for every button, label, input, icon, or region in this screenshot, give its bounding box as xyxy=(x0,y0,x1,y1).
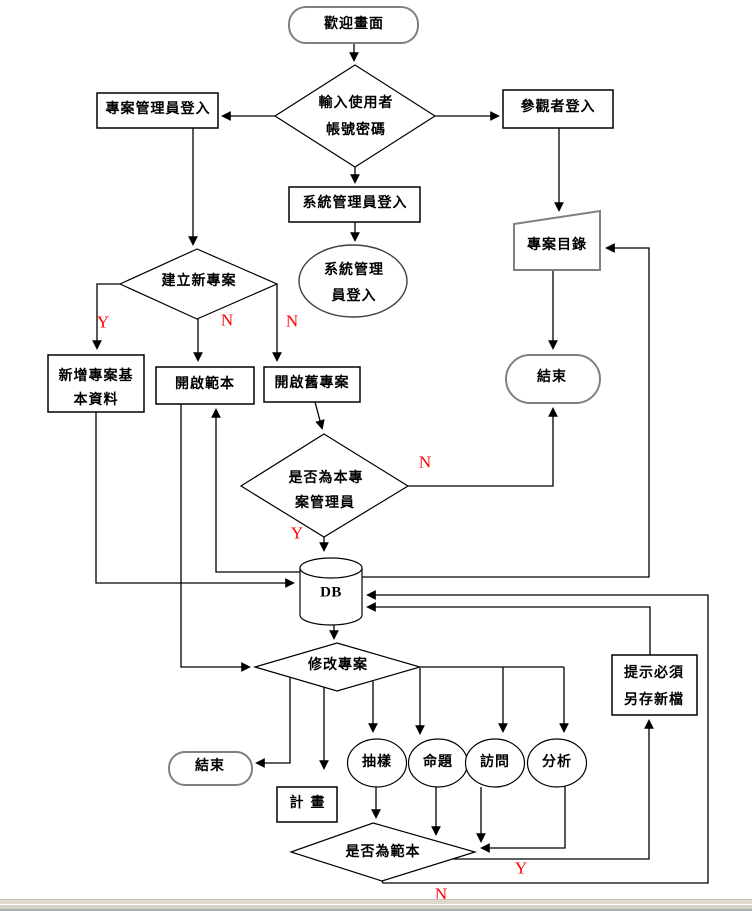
project-directory-label: 專案目錄 xyxy=(527,238,587,253)
sampling-label: 抽樣 xyxy=(362,755,392,770)
branch-label-is-template-no: N xyxy=(434,884,448,904)
db-cylinder-body xyxy=(299,568,363,626)
modify-project-decision-label: 修改專案 xyxy=(308,658,368,673)
admin-login-result-label-line1: 系統管理 xyxy=(324,263,384,278)
login-decision-label-line1: 輸入使用者 xyxy=(318,96,394,111)
new-project-decision-node xyxy=(118,248,279,320)
branch-label-is-pm-yes: Y xyxy=(290,523,304,543)
new-project-decision-label: 建立新專案 xyxy=(161,274,237,289)
is-pm-decision-label-line1: 是否為本專 xyxy=(288,471,364,486)
project-directory-node xyxy=(513,209,601,271)
open-old-project-node xyxy=(263,366,361,403)
is-template-decision-node xyxy=(289,822,478,882)
end-right-label: 結束 xyxy=(537,370,567,385)
connector-old-ispm xyxy=(314,401,325,430)
connector-istemplate-no-db xyxy=(366,590,709,884)
pm-login-label: 專案管理員登入 xyxy=(105,102,211,117)
pm-login-node xyxy=(96,92,219,129)
interview-label: 訪問 xyxy=(480,755,510,770)
branch-label-is-pm-no: N xyxy=(418,452,432,472)
end-right-node xyxy=(505,354,601,404)
login-decision-label-line2: 帳號密碼 xyxy=(326,123,386,138)
visitor-login-label: 參觀者登入 xyxy=(520,100,596,115)
node-shapes xyxy=(47,6,698,882)
branch-label-new-project-no-template: N xyxy=(220,310,234,330)
branch-label-new-project-yes: Y xyxy=(96,312,110,332)
proposition-label: 命題 xyxy=(423,755,453,770)
welcome-node xyxy=(288,6,419,44)
add-project-info-label-line2: 本資料 xyxy=(73,393,119,408)
admin-login-result-label-line2: 員登入 xyxy=(331,289,377,304)
is-pm-decision-label-line2: 案管理員 xyxy=(295,496,355,511)
modify-project-decision-node xyxy=(252,642,423,692)
analysis-label: 分析 xyxy=(542,755,572,770)
is-pm-decision-node xyxy=(239,433,410,538)
connector-lines xyxy=(92,44,709,884)
window-bottom-edge xyxy=(0,899,752,911)
branch-label-new-project-no-old: N xyxy=(285,311,299,331)
connector-modify-end xyxy=(255,677,291,768)
add-project-info-label-line1: 新增專案基 xyxy=(58,369,134,384)
end-left-node xyxy=(168,751,253,786)
interview-node xyxy=(464,738,526,788)
connector-db-directory xyxy=(362,243,650,578)
save-as-prompt-node xyxy=(611,654,698,716)
connector-db-template xyxy=(211,408,300,573)
sampling-node xyxy=(346,738,408,788)
is-template-decision-label: 是否為範本 xyxy=(345,845,421,860)
connector-template-modify xyxy=(180,404,251,672)
plan-node xyxy=(276,786,338,823)
connector-analysis-istemplate xyxy=(480,786,566,853)
open-old-project-label: 開啟舊專案 xyxy=(274,376,350,391)
open-template-label: 開啟範本 xyxy=(175,377,235,392)
connector-addinfo-db xyxy=(95,412,295,588)
add-project-info-node xyxy=(47,354,145,413)
connector-newproject-yes-addinfo xyxy=(92,283,120,350)
connector-istemplate-yes-saveas xyxy=(453,719,654,860)
connector-ispm-no-end xyxy=(408,407,558,487)
branch-label-is-template-yes: Y xyxy=(514,858,528,878)
db-label: DB xyxy=(320,584,342,601)
open-template-node xyxy=(155,366,255,405)
save-as-prompt-label-line1: 提示必須 xyxy=(624,666,684,681)
admin-login-result-node xyxy=(298,244,408,318)
db-cylinder-top xyxy=(299,557,363,579)
login-decision-node xyxy=(273,64,437,168)
admin-login-label: 系統管理員登入 xyxy=(302,196,408,211)
admin-login-node xyxy=(288,186,421,223)
welcome-label: 歡迎畫面 xyxy=(324,17,384,32)
connector-saveas-db xyxy=(366,602,651,655)
analysis-node xyxy=(526,738,588,788)
save-as-prompt-label-line2: 另存新檔 xyxy=(624,693,684,708)
end-left-label: 結束 xyxy=(195,759,225,774)
visitor-login-node xyxy=(502,89,614,129)
plan-label: 計畫 xyxy=(289,796,332,811)
